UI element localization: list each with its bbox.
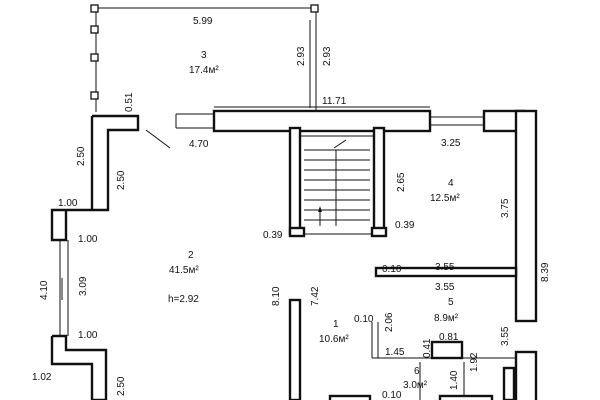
dimension-lines [61,106,430,300]
dim-label: 0.10 [382,390,402,400]
dim-label: 1.00 [78,330,98,341]
dim-label: 0.39 [395,220,415,231]
dim-label: 2.93 [322,46,333,66]
dim-label: 0.10 [354,314,374,325]
interior-walls [288,266,518,400]
dim-label: 2.93 [296,46,307,66]
terrace-post [90,91,99,100]
terrace-outline [90,4,319,112]
dim-label: 0.51 [124,92,135,112]
room-labels: 3 17.4м² 2 41.5м² h=2.92 4 12.5м² 5 8.9м… [168,50,460,391]
dim-label: 4.70 [189,139,209,150]
dim-label: 1.00 [58,198,78,209]
dim-label: 2.06 [384,312,395,332]
dim-label: 5.99 [193,16,213,27]
dim-label: 8.39 [540,262,551,282]
dim-label: 2.50 [116,376,127,396]
room-5-area: 8.9м² [434,313,459,324]
terrace-post [310,4,319,13]
dim-label: 4.10 [39,280,50,300]
room-6-number: 6 [414,366,420,377]
dim-label: 1.40 [449,370,460,390]
room-2-height: h=2.92 [168,294,199,305]
room-1-area: 10.6м² [319,334,349,345]
dim-label: 0.10 [382,264,402,275]
terrace-post [90,4,99,13]
room-4-area: 12.5м² [430,193,460,204]
dim-label: 2.50 [116,170,127,190]
room-6-area: 3.0м² [403,380,428,391]
dimension-labels: 5.99 2.93 2.93 0.51 11.71 4.70 3.25 2.50… [32,16,551,400]
room-3-number: 3 [201,50,207,61]
room-2-number: 2 [188,250,194,261]
dim-label: 3.55 [435,282,455,293]
dim-label: 3.55 [500,326,511,346]
room-3-area: 17.4м² [189,65,219,76]
dim-label: 8.10 [271,286,282,306]
dim-label: 1.92 [469,352,480,372]
dim-label: 1.00 [78,234,98,245]
dim-label: 3.75 [500,198,511,218]
dim-label: 0.39 [263,230,283,241]
dim-label: 11.71 [322,96,347,107]
room-5-number: 5 [448,297,454,308]
stair-core [288,126,388,238]
room-1-number: 1 [333,319,339,330]
dim-label: 3.09 [78,276,89,296]
dim-label: 7.42 [310,286,321,306]
room-4-number: 4 [448,178,454,189]
terrace-post [90,25,99,34]
dim-label: 3.25 [441,138,461,149]
stair-steps [304,139,370,226]
dim-label: 0.41 [422,338,433,358]
dim-label: 0.81 [439,332,459,343]
outer-walls [50,109,538,400]
dim-label: 3.55 [435,262,455,273]
dim-label: 2.65 [396,172,407,192]
terrace-post [90,53,99,62]
room-2-area: 41.5м² [169,265,199,276]
dim-label: 1.02 [32,372,52,383]
dim-label: 1.45 [385,347,405,358]
dim-label: 2.50 [76,146,87,166]
